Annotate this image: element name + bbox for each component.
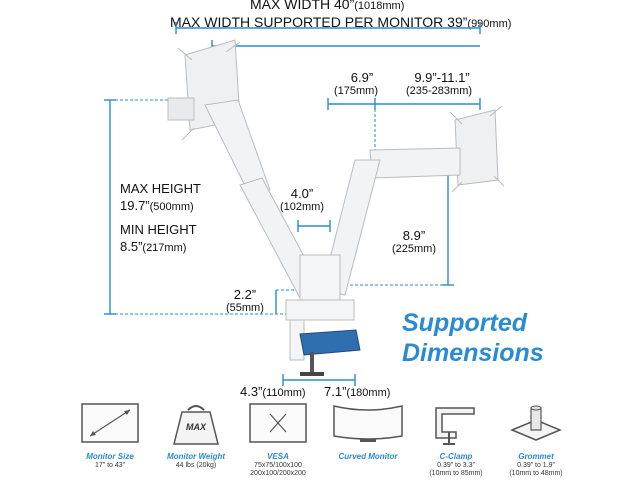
grommet-spec-line-1: 0.39” to 1.9” bbox=[517, 462, 555, 469]
arm-height-value: 8.9” bbox=[402, 228, 426, 243]
c-clamp-spec-line-2: (10mm to 85mm) bbox=[429, 470, 483, 477]
max-width-per-monitor-mm: (990mm) bbox=[467, 18, 512, 30]
weight-icon: MAX bbox=[166, 402, 226, 446]
range-mm: (235-283mm) bbox=[406, 85, 473, 97]
clamp-left-value: 4.3” bbox=[240, 384, 263, 399]
clamp-right-label: 7.1”(180mm) bbox=[324, 384, 390, 399]
desk-clamp bbox=[299, 329, 361, 376]
product-diagram bbox=[104, 22, 505, 386]
c-clamp-label: C-Clamp bbox=[439, 452, 473, 461]
offset-mm: (175mm) bbox=[334, 85, 379, 97]
title-line-1: Supported bbox=[402, 309, 527, 337]
vesa-icon bbox=[248, 402, 308, 446]
offset-value: 6.9” bbox=[350, 70, 374, 85]
max-width-per-monitor-value: MAX WIDTH SUPPORTED PER MONITOR 39” bbox=[170, 14, 468, 30]
curved-monitor-label: Curved Monitor bbox=[338, 452, 398, 461]
min-height-value: 8.5” bbox=[120, 239, 143, 254]
range-label: 9.9”-11.1” (235-283mm) bbox=[406, 70, 472, 97]
vesa-spec: 75x75/100x100 200x100/200x200 bbox=[240, 462, 316, 478]
max-height-block: MAX HEIGHT 19.7”(500mm) MIN HEIGHT 8.5”(… bbox=[120, 180, 201, 257]
pole-base bbox=[285, 254, 355, 361]
monitor-weight-value: 44 lbs (20kg) bbox=[175, 462, 217, 469]
center-spacing-mm: (102mm) bbox=[280, 201, 325, 213]
monitor-size-icon bbox=[80, 402, 140, 446]
max-width-mm: (1018mm) bbox=[354, 0, 405, 12]
c-clamp-spec-line-1: 0.39” to 3.3” bbox=[437, 462, 475, 469]
base-height-mm: (55mm) bbox=[226, 302, 264, 314]
vesa-label: VESA bbox=[267, 452, 289, 461]
max-height-label: MAX HEIGHT bbox=[120, 181, 201, 196]
clamp-left-label: 4.3”(110mm) bbox=[240, 384, 306, 399]
vesa-spec-line-1: 75x75/100x100 bbox=[254, 462, 302, 469]
min-height-mm: (217mm) bbox=[142, 242, 187, 254]
offset-label: 6.9” (175mm) bbox=[334, 70, 378, 97]
clamp-right-mm: (180mm) bbox=[346, 387, 391, 399]
vesa-spec-line-2: 200x100/200x200 bbox=[250, 470, 306, 477]
range-value: 9.9”-11.1” bbox=[414, 70, 470, 85]
grommet-spec: 0.39” to 1.9” (10mm to 48mm) bbox=[498, 462, 574, 478]
weight-badge: MAX bbox=[186, 422, 206, 432]
base-height-label: 2.2” (55mm) bbox=[226, 287, 264, 314]
max-width-label: MAX WIDTH 40”(1018mm) bbox=[250, 0, 404, 12]
clamp-left-mm: (110mm) bbox=[262, 387, 306, 399]
monitor-size-label: Monitor Size bbox=[86, 452, 134, 461]
arm-height-mm: (225mm) bbox=[392, 243, 437, 255]
min-height-label: MIN HEIGHT bbox=[120, 222, 197, 237]
max-width-value: MAX WIDTH 40” bbox=[250, 0, 355, 12]
max-height-value: 19.7” bbox=[120, 198, 150, 213]
supported-dimensions-title: Supported Dimensions bbox=[402, 308, 544, 368]
grommet-icon bbox=[506, 402, 566, 446]
monitor-weight-label: Monitor Weight bbox=[166, 452, 226, 461]
base-height-value: 2.2” bbox=[233, 287, 257, 302]
center-spacing-value: 4.0” bbox=[290, 186, 314, 201]
center-spacing-label: 4.0” (102mm) bbox=[280, 186, 324, 213]
title-line-2: Dimensions bbox=[402, 339, 544, 367]
max-width-per-monitor-label: MAX WIDTH SUPPORTED PER MONITOR 39”(990m… bbox=[170, 14, 511, 30]
c-clamp-icon bbox=[426, 402, 486, 446]
monitor-weight-spec: 44 lbs (20kg) bbox=[160, 462, 232, 470]
grommet-label: Grommet bbox=[518, 452, 554, 461]
c-clamp-spec: 0.39” to 3.3” (10mm to 85mm) bbox=[420, 462, 492, 478]
monitor-size-spec: 17” to 43” bbox=[76, 462, 144, 470]
right-arm bbox=[321, 147, 461, 296]
arm-height-label: 8.9” (225mm) bbox=[392, 228, 436, 255]
clamp-right-value: 7.1” bbox=[324, 384, 347, 399]
monitor-size-range: 17” to 43” bbox=[95, 462, 125, 469]
curved-monitor-icon bbox=[330, 402, 406, 446]
grommet-spec-line-2: (10mm to 48mm) bbox=[509, 470, 563, 477]
max-height-mm: (500mm) bbox=[149, 201, 194, 213]
